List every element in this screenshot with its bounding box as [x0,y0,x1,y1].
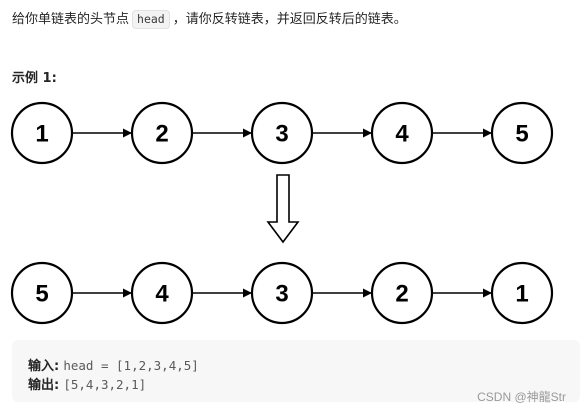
original-node-label: 4 [395,121,409,148]
original-node-label: 5 [515,121,528,148]
reversed-node-label: 1 [515,281,528,308]
original-node-circle [490,101,554,165]
example-title: 示例 1: [12,71,57,86]
linked-list-diagram: 1 2 3 4 5 5 4 3 2 1 [10,101,554,325]
input-line: 输入: head = [1,2,3,4,5] [28,357,199,376]
original-node-circle [130,101,194,165]
description-text-after: ，请你反转链表，并返回反转后的链表。 [172,12,407,27]
reversed-node-label: 4 [155,281,169,308]
reversed-node-label: 2 [395,281,408,308]
reversed-list-row: 5 4 3 2 1 [10,261,554,325]
reversed-node-label: 3 [275,281,288,308]
csdn-watermark: CSDN @神龍Str [477,390,566,404]
example-io-box: 输入: head = [1,2,3,4,5] 输出: [5,4,3,2,1] [12,340,580,402]
output-value: [5,4,3,2,1] [63,377,147,392]
output-label: 输出: [28,378,60,393]
reversed-node-circle [10,261,74,325]
reversed-node-circle [370,261,434,325]
reversed-node-circle [250,261,314,325]
original-node-label: 1 [35,121,48,148]
original-node-circle [370,101,434,165]
reversed-node-circle [130,261,194,325]
original-node-circle [10,101,74,165]
input-value: head = [1,2,3,4,5] [63,358,199,373]
original-node-label: 2 [155,121,168,148]
output-line: 输出: [5,4,3,2,1] [28,376,146,395]
inline-code-head: head [132,10,170,29]
original-node-circle [250,101,314,165]
input-label: 输入: [28,359,60,374]
reversed-node-circle [490,261,554,325]
description-text-before: 给你单链表的头节点 [12,12,130,27]
reversed-node-label: 5 [35,281,48,308]
original-node-label: 3 [275,121,288,148]
original-list-row: 1 2 3 4 5 [10,101,554,165]
reverse-down-arrow-icon [266,174,300,244]
